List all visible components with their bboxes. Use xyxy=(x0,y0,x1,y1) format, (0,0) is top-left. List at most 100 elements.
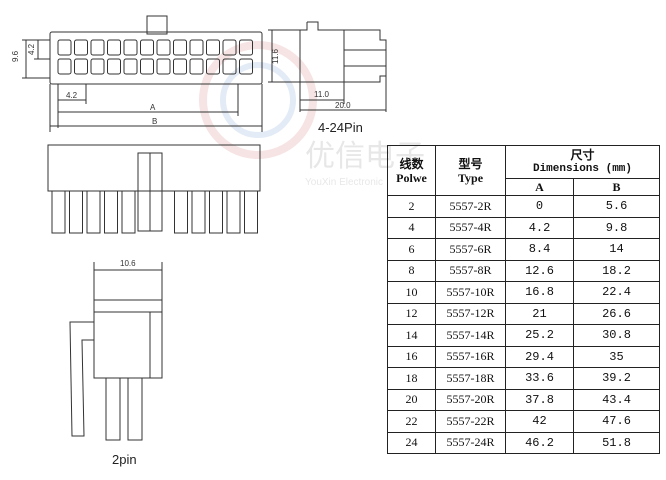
watermark-logo-inner xyxy=(220,62,296,138)
cell-a: 4.2 xyxy=(505,216,574,239)
dim-a: A xyxy=(150,103,156,112)
cell-b: 18.2 xyxy=(573,259,660,282)
spec-table: 线数 Polwe 型号 Type 尺寸 Dimensions (mm) A B … xyxy=(387,145,660,454)
pin-cavity xyxy=(173,58,187,75)
cell-polwe: 22 xyxy=(387,410,436,433)
dim-d2: 20.0 xyxy=(335,101,351,110)
cell-b: 22.4 xyxy=(573,281,660,304)
cell-type: 5557-24R xyxy=(435,431,506,454)
cell-a: 33.6 xyxy=(505,367,574,390)
cell-a: 46.2 xyxy=(505,431,574,454)
pin-leg xyxy=(51,190,66,234)
cell-type: 5557-16R xyxy=(435,345,506,368)
dim-row-h: 4.2 xyxy=(27,43,36,55)
cell-a: 8.4 xyxy=(505,238,574,261)
pin-cavity xyxy=(90,39,105,56)
cell-polwe: 14 xyxy=(387,324,436,347)
pin-cavity xyxy=(156,58,171,75)
two-pin-latch xyxy=(69,321,94,437)
cell-polwe: 2 xyxy=(387,195,436,218)
cell-b: 9.8 xyxy=(573,216,660,239)
watermark-en: YouXin Electronic xyxy=(305,177,383,188)
pin-cavity xyxy=(156,39,171,56)
pin-cavity xyxy=(189,58,204,75)
pin-cavity xyxy=(57,58,72,75)
cell-polwe: 8 xyxy=(387,259,436,282)
two-pin-view xyxy=(69,262,163,441)
cell-polwe: 20 xyxy=(387,388,436,411)
cell-a: 12.6 xyxy=(505,259,574,282)
header-polwe-en: Polwe xyxy=(396,170,427,185)
cell-type: 5557-18R xyxy=(435,367,506,390)
cell-polwe: 12 xyxy=(387,302,436,325)
header-a: A xyxy=(505,178,574,196)
cell-a: 21 xyxy=(505,302,574,325)
pin-cavity xyxy=(239,58,253,75)
front-latch xyxy=(146,15,168,35)
cell-b: 26.6 xyxy=(573,302,660,325)
pin-cavity xyxy=(107,39,121,56)
pin-leg xyxy=(209,190,223,234)
pin-cavity xyxy=(140,39,154,56)
cell-b: 14 xyxy=(573,238,660,261)
side-view xyxy=(268,21,387,112)
pin-legs xyxy=(51,190,258,234)
cell-b: 47.6 xyxy=(573,410,660,433)
cell-a: 25.2 xyxy=(505,324,574,347)
header-type: 型号 Type xyxy=(435,145,506,196)
caption-2pin: 2pin xyxy=(112,452,137,467)
header-polwe: 线数 Polwe xyxy=(387,145,436,196)
pin-leg xyxy=(174,190,188,234)
cell-polwe: 6 xyxy=(387,238,436,261)
pin-cavity xyxy=(206,58,220,75)
two-pin-body xyxy=(93,299,163,379)
dim-b: B xyxy=(152,117,157,126)
two-pin-leg-2 xyxy=(127,377,143,441)
pin-leg xyxy=(69,190,83,234)
dim-2pin-width: 10.6 xyxy=(120,259,136,268)
pin-leg xyxy=(86,190,101,234)
pin-cavity xyxy=(123,39,138,56)
pin-cavity xyxy=(74,39,88,56)
two-pin-leg-1 xyxy=(105,377,121,441)
cell-a: 42 xyxy=(505,410,574,433)
cell-type: 5557-2R xyxy=(435,195,506,218)
front-housing xyxy=(49,31,263,85)
pin-cavity xyxy=(173,39,187,56)
cell-type: 5557-14R xyxy=(435,324,506,347)
header-type-cn: 型号 xyxy=(458,156,483,171)
dim-pitch-h: 4.2 xyxy=(66,91,78,100)
cell-b: 5.6 xyxy=(573,195,660,218)
cell-type: 5557-4R xyxy=(435,216,506,239)
pin-cavity xyxy=(107,58,121,75)
dim-d1: 11.0 xyxy=(314,90,330,99)
pin-cavity xyxy=(90,58,105,75)
header-dimensions: 尺寸 Dimensions (mm) xyxy=(505,145,660,179)
cell-a: 16.8 xyxy=(505,281,574,304)
cell-b: 35 xyxy=(573,345,660,368)
cell-a: 37.8 xyxy=(505,388,574,411)
dim-pitch-v: 9.6 xyxy=(11,50,20,62)
cell-polwe: 4 xyxy=(387,216,436,239)
cell-polwe: 18 xyxy=(387,367,436,390)
cell-a: 29.4 xyxy=(505,345,574,368)
pin-cavity xyxy=(206,39,220,56)
cell-type: 5557-8R xyxy=(435,259,506,282)
cell-type: 5557-22R xyxy=(435,410,506,433)
caption-4-24pin: 4-24Pin xyxy=(318,120,363,135)
cell-polwe: 10 xyxy=(387,281,436,304)
cell-b: 51.8 xyxy=(573,431,660,454)
pin-cavity xyxy=(239,39,253,56)
cell-type: 5557-12R xyxy=(435,302,506,325)
